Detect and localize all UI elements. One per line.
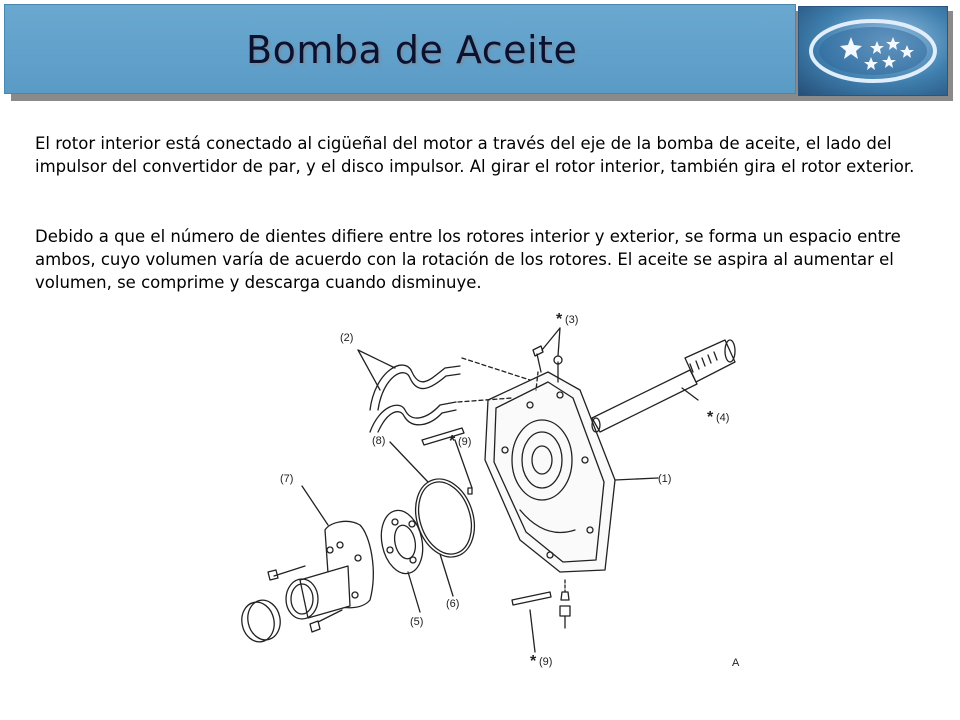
label-8: (8) bbox=[372, 435, 385, 447]
logo-graphic bbox=[809, 19, 937, 83]
label-3: (3) bbox=[565, 314, 578, 326]
corner-mark: A bbox=[732, 657, 740, 669]
label-5: (5) bbox=[410, 616, 423, 628]
dowel-pins bbox=[421, 427, 571, 653]
oil-pump-exploded-diagram: (2) * (3) * (4) (8) * (9) (7) (1) (6) (5… bbox=[241, 311, 740, 670]
label-9-upper: (9) bbox=[458, 436, 471, 448]
paragraph-1: El rotor interior está conectado al cigü… bbox=[35, 134, 915, 176]
bolts-top bbox=[532, 327, 563, 391]
label-9-lower: (9) bbox=[539, 656, 552, 668]
label-1: (1) bbox=[658, 473, 671, 485]
label-4: (4) bbox=[716, 412, 729, 424]
label-7: (7) bbox=[280, 473, 293, 485]
asterisk-4: * bbox=[707, 409, 714, 426]
pump-cover bbox=[241, 485, 374, 643]
asterisk-3: * bbox=[556, 311, 563, 328]
rotor bbox=[380, 509, 424, 613]
paragraph-2: Debido a que el número de dientes difier… bbox=[35, 227, 901, 292]
oil-pipes bbox=[357, 349, 531, 433]
slide-title: Bomba de Aceite bbox=[246, 28, 578, 72]
subaru-stars-logo-icon bbox=[798, 6, 948, 96]
asterisk-9-lower: * bbox=[530, 653, 537, 670]
oil-pump-shaft bbox=[591, 339, 736, 433]
label-2: (2) bbox=[340, 332, 353, 344]
asterisk-9-upper: * bbox=[449, 433, 456, 450]
title-bar bbox=[4, 4, 796, 94]
pump-housing bbox=[484, 371, 659, 573]
label-6: (6) bbox=[446, 598, 459, 610]
